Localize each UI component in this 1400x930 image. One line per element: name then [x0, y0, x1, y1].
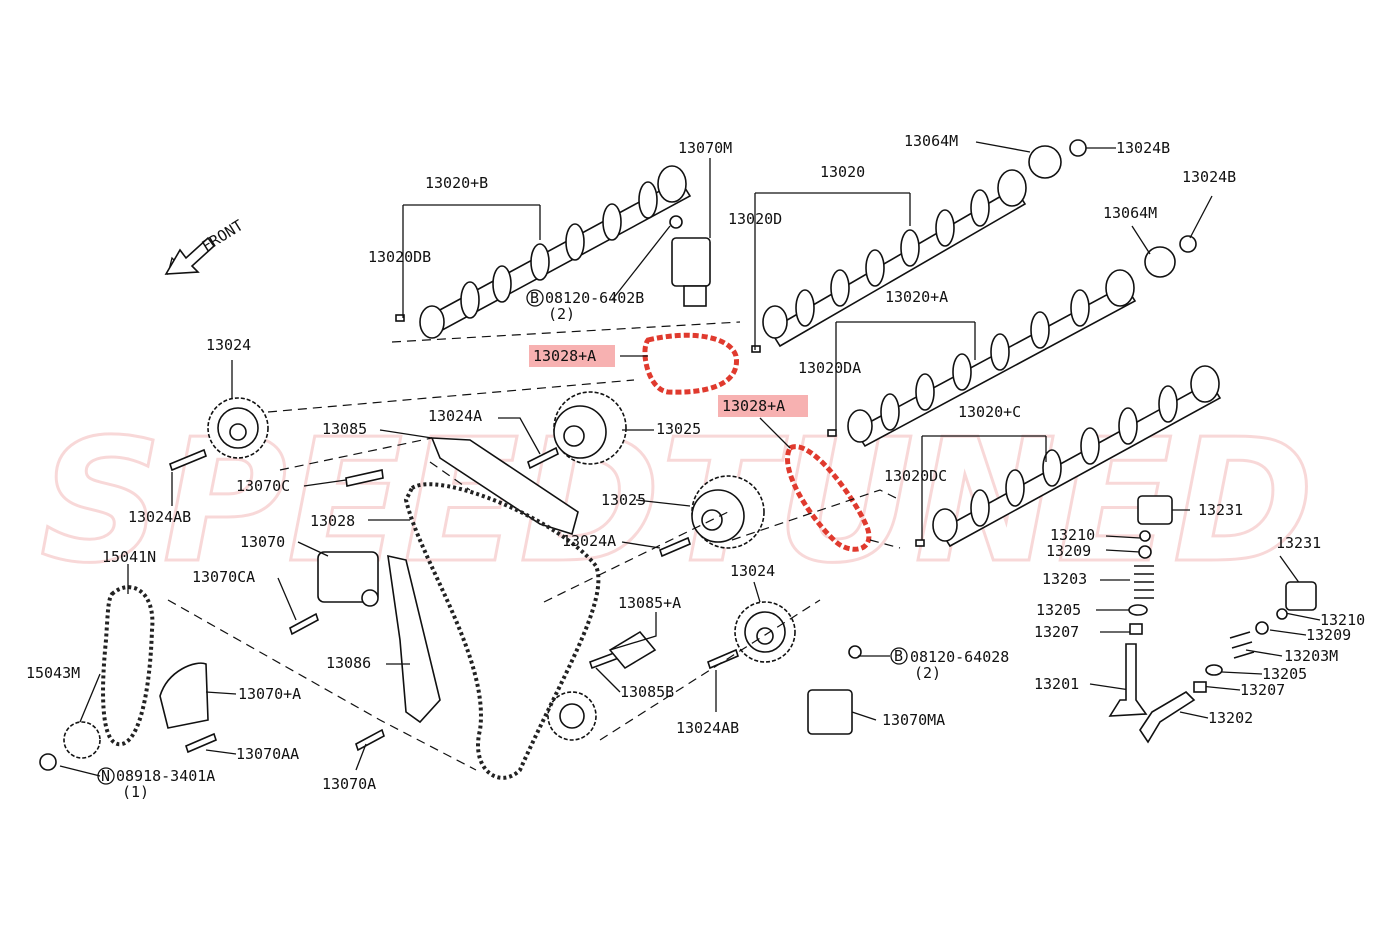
camshaft-13020A	[847, 269, 1137, 448]
label-13085A: 13085+A	[618, 594, 681, 612]
label-qty-2-b: (2)	[914, 664, 941, 682]
label-08120-6402B-a: 08120-6402B	[545, 289, 644, 307]
label-13205-b: 13205	[1262, 665, 1307, 683]
svg-text:B: B	[530, 289, 539, 307]
highlight-13028A-lower	[718, 395, 808, 417]
label-08918-3401A: 08918-3401A	[116, 767, 215, 785]
label-13020DB: 13020DB	[368, 248, 431, 266]
front-arrow-icon	[164, 236, 216, 275]
label-13020DA: 13020DA	[798, 359, 861, 377]
label-15043M: 15043M	[26, 664, 80, 682]
label-13024-a: 13024	[206, 336, 251, 354]
circled-b-icon-1: B	[526, 289, 544, 307]
label-13205-a: 13205	[1036, 601, 1081, 619]
label-13020C: 13020+C	[958, 403, 1021, 421]
label-15041N: 15041N	[102, 548, 156, 566]
label-13024A-a: 13024A	[428, 407, 482, 425]
secondary-chain-13028A-upper	[642, 332, 739, 395]
label-13203M: 13203M	[1284, 647, 1338, 665]
sprocket-13024-upper	[207, 397, 269, 459]
label-13086: 13086	[326, 654, 371, 672]
label-13020: 13020	[820, 163, 865, 181]
label-13024AB-b: 13024AB	[676, 719, 739, 737]
label-13024A-b: 13024A	[562, 532, 616, 550]
label-13070C: 13070C	[236, 477, 290, 495]
label-13201: 13201	[1034, 675, 1079, 693]
label-13024-b: 13024	[730, 562, 775, 580]
secondary-chain-13028A-lower	[785, 444, 872, 552]
label-13070A-plus: 13070+A	[238, 685, 301, 703]
label-13070MA: 13070MA	[882, 711, 945, 729]
label-13231-b: 13231	[1276, 534, 1321, 552]
leader-lines	[59, 141, 1321, 777]
circled-n-icon: N	[97, 767, 115, 785]
label-13028A-a: 13028+A	[533, 347, 596, 365]
label-13070M: 13070M	[678, 139, 732, 157]
label-13085B: 13085B	[620, 683, 674, 701]
label-13207-b: 13207	[1240, 681, 1285, 699]
chain-guide-13085A	[608, 630, 657, 670]
crank-sprocket	[547, 691, 597, 741]
label-13020A: 13020+A	[885, 288, 948, 306]
chain-15041N	[101, 585, 155, 747]
vvt-solenoid-13070MA	[807, 645, 862, 735]
vvt-gear-13025-lower	[691, 475, 765, 549]
svg-text:N: N	[101, 767, 110, 785]
vvt-solenoid-13070M	[669, 215, 711, 307]
label-13207-a: 13207	[1034, 623, 1079, 641]
valve-train	[1108, 495, 1317, 744]
label-08120-64028: 08120-64028	[910, 648, 1009, 666]
camshaft-13020B	[419, 165, 692, 339]
tensioner-13070A	[159, 662, 209, 729]
label-13020D: 13020D	[728, 210, 782, 228]
label-13064M-a: 13064M	[904, 132, 958, 150]
circled-b-icon-2: B	[890, 647, 908, 665]
label-13025-b: 13025	[601, 491, 646, 509]
label-13210-b: 13210	[1320, 611, 1365, 629]
label-13209-b: 13209	[1306, 626, 1351, 644]
label-13024B-b: 13024B	[1182, 168, 1236, 186]
label-13209-a: 13209	[1046, 542, 1091, 560]
camshaft-13020C	[932, 365, 1222, 548]
part-labels: 13070M 13020 13064M 13024B 13024B 13020+…	[26, 132, 1365, 801]
label-13028A-b: 13028+A	[722, 397, 785, 415]
front-label: FRONT	[199, 216, 247, 255]
label-13024B-a: 13024B	[1116, 139, 1170, 157]
label-13202: 13202	[1208, 709, 1253, 727]
label-13070: 13070	[240, 533, 285, 551]
label-13020DC: 13020DC	[884, 467, 947, 485]
label-13231-a: 13231	[1198, 501, 1243, 519]
sprocket-13024-lower	[734, 601, 796, 663]
label-13203: 13203	[1042, 570, 1087, 588]
vvt-gear-13025-upper	[553, 391, 627, 465]
label-13028: 13028	[310, 512, 355, 530]
tensioner-13070	[317, 551, 379, 607]
label-13085: 13085	[322, 420, 367, 438]
label-13020B: 13020+B	[425, 174, 488, 192]
label-13024AB-a: 13024AB	[128, 508, 191, 526]
label-13070CA: 13070CA	[192, 568, 255, 586]
label-13210-a: 13210	[1050, 526, 1095, 544]
reference-lines	[167, 321, 901, 771]
label-13025-a: 13025	[656, 420, 701, 438]
signal-plates	[1028, 139, 1197, 278]
label-13070A: 13070A	[322, 775, 376, 793]
label-qty-1: (1)	[122, 783, 149, 801]
dowel-pins	[395, 314, 925, 547]
tensioner-guide-13086	[387, 554, 441, 724]
label-13070AA: 13070AA	[236, 745, 299, 763]
camshaft-13020	[762, 169, 1027, 348]
label-13064M-b: 13064M	[1103, 204, 1157, 222]
label-qty-2-a: (2)	[548, 305, 575, 323]
chain-guide-13085	[430, 437, 579, 536]
sprocket-15043M	[39, 721, 101, 771]
highlight-13028A-upper	[529, 345, 615, 367]
svg-text:B: B	[894, 647, 903, 665]
primary-chain-13028	[403, 482, 601, 780]
